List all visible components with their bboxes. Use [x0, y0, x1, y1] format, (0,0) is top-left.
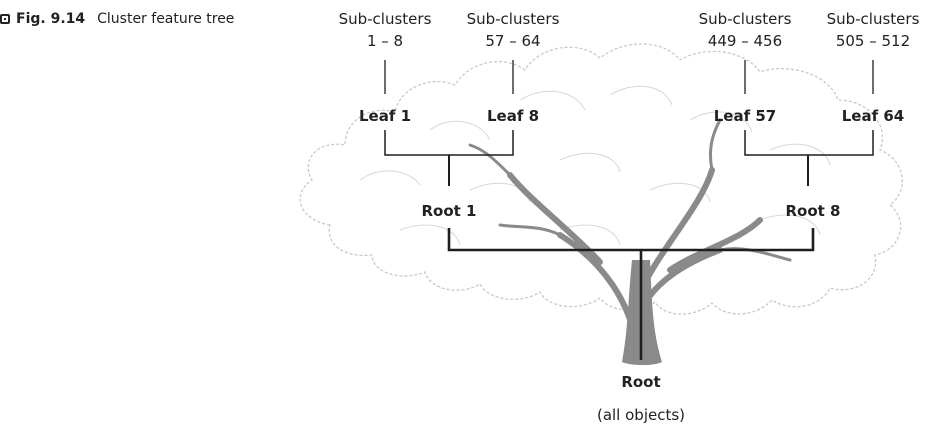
root-8-label: Root 8: [786, 202, 841, 220]
subcluster-3-range: 449 – 456: [708, 32, 782, 50]
leaf-1-label: Leaf 1: [359, 107, 411, 125]
root-label: Root: [621, 373, 660, 391]
leaf-57-label: Leaf 57: [714, 107, 776, 125]
figure-title: Cluster feature tree: [97, 11, 235, 27]
subcluster-4-label: Sub-clusters: [827, 10, 920, 28]
root-sublabel: (all objects): [597, 406, 685, 424]
tree-foliage-detail: [359, 85, 831, 246]
caption-marker-icon: [0, 14, 10, 24]
subcluster-2-label: Sub-clusters: [467, 10, 560, 28]
figure-number: Fig. 9.14: [16, 11, 86, 27]
subcluster-1-label: Sub-clusters: [339, 10, 432, 28]
tree-branches: [507, 167, 763, 358]
tree-crown-outline: [299, 43, 903, 315]
subcluster-2-range: 57 – 64: [485, 32, 540, 50]
tree-labels: Sub-clusters 1 – 8 Sub-clusters 57 – 64 …: [339, 10, 920, 424]
leaf-8-label: Leaf 8: [487, 107, 539, 125]
figure-caption: Fig. 9.14 Cluster feature tree: [0, 9, 234, 29]
tree-connectors: [384, 60, 874, 360]
subcluster-1-range: 1 – 8: [367, 32, 403, 50]
root-1-label: Root 1: [422, 202, 477, 220]
subcluster-4-range: 505 – 512: [836, 32, 910, 50]
leaf-64-label: Leaf 64: [842, 107, 904, 125]
root-bracket: [447, 228, 815, 252]
subcluster-3-label: Sub-clusters: [699, 10, 792, 28]
